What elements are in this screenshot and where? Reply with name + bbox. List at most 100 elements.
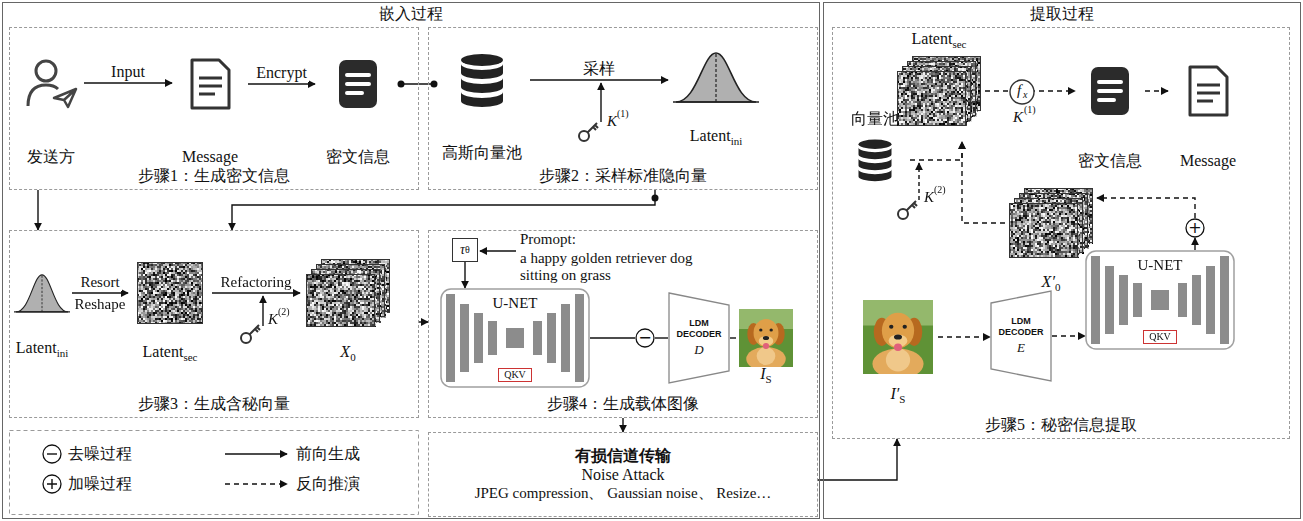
- unet-block: U-NETQKV: [1085, 250, 1235, 350]
- forward-connector: [622, 418, 623, 432]
- panel-title: 嵌入过程: [379, 5, 443, 22]
- label-text: 向量池: [851, 110, 899, 127]
- label-text: I: [760, 365, 765, 382]
- ciphertext-icon: 密文信息: [315, 50, 401, 168]
- step-box: 步骤1：生成密文信息 发送方 Message 密文信息: [9, 27, 419, 190]
- legend-sample: [225, 453, 287, 454]
- qkv-box: QKV: [498, 368, 532, 382]
- process-panel: 提取过程步骤5：秘密信息提取Latentsec密文信息Message向量池X′0…: [823, 2, 1301, 519]
- decoder-label: LDM DECODERE: [990, 290, 1052, 382]
- reverse-connector: [1097, 198, 1195, 218]
- label-text: Latent: [16, 339, 57, 356]
- subscript-text: 0: [350, 351, 356, 363]
- bell-curve-icon: [673, 48, 759, 106]
- legend-text: 去噪过程: [68, 445, 132, 463]
- noise-image: [897, 56, 981, 126]
- caption-wrap: 步骤4：生成载体图像: [429, 395, 817, 413]
- forward-connector: [72, 292, 128, 293]
- edge-label: Refactoring: [219, 273, 294, 291]
- annotation-label: K: [1013, 110, 1023, 125]
- node-label: Latentsec: [893, 30, 985, 51]
- connector-dot: [431, 81, 438, 88]
- ciphertext-icon: 密文信息: [1075, 60, 1145, 172]
- legend-sample: [43, 475, 61, 493]
- sender-icon: 发送方: [18, 50, 84, 168]
- forward-connector: [419, 321, 428, 322]
- node-label: IS: [736, 365, 796, 386]
- label-text: Latent: [912, 30, 953, 47]
- vector-pool-icon: 向量池: [840, 110, 910, 205]
- panel-title: 提取过程: [1030, 5, 1094, 22]
- legend-text: 前向生成: [296, 445, 360, 463]
- label-text: Message: [1180, 152, 1236, 169]
- node-label: Message: [172, 148, 248, 166]
- edge-label: Encrypt: [254, 64, 309, 82]
- edge-label: Resort: [78, 273, 121, 291]
- add-noise-circle: +: [1185, 218, 1205, 238]
- node-label: 发送方: [18, 148, 84, 166]
- subscript-text: sec: [183, 351, 197, 363]
- key-icon: [241, 325, 260, 343]
- reverse-connector: [962, 142, 1005, 223]
- legend-sample: [43, 445, 61, 463]
- subscript-text: θ: [465, 245, 470, 255]
- unet-name: U-NET: [1138, 257, 1183, 273]
- channel-line: Noise Attack: [581, 465, 664, 484]
- step-caption: 步骤1：生成密文信息: [138, 167, 290, 184]
- node-label: 密文信息: [1075, 152, 1145, 170]
- panel-title-wrap: 嵌入过程: [3, 4, 819, 24]
- database-icon: [457, 52, 507, 108]
- key-arrow: [262, 296, 263, 326]
- stego-image: IS: [736, 306, 796, 388]
- message-icon: Message: [1168, 60, 1248, 172]
- label-text: 密文信息: [326, 148, 390, 165]
- key-icon: [898, 201, 917, 219]
- reverse-connector: [910, 142, 962, 160]
- annotation-label: (2): [934, 185, 946, 195]
- node-label: I′S: [858, 385, 938, 406]
- noise-latent: Latentsec: [893, 30, 985, 142]
- caption-wrap: 步骤1：生成密文信息: [10, 167, 418, 185]
- annotation-label: (1): [1024, 105, 1036, 115]
- noise-latent: X0: [300, 258, 396, 366]
- label-text: 发送方: [27, 148, 75, 165]
- node-label: Latentini: [12, 339, 72, 360]
- person-icon: [24, 56, 78, 110]
- legend-text: 加噪过程: [68, 475, 132, 493]
- label-text: X′: [1042, 273, 1055, 290]
- label-text: Latent: [143, 343, 184, 360]
- dog-illustration: [863, 300, 933, 374]
- subscript-text: 0: [1055, 281, 1061, 293]
- text-encoder-box: τθ: [452, 238, 478, 262]
- qkv-label: QKV: [504, 369, 526, 380]
- annotation-label: f: [1017, 83, 1021, 98]
- key-arrow: [918, 163, 919, 200]
- subscript-text: ini: [57, 347, 69, 359]
- gaussian-latent: Latentini: [12, 258, 72, 362]
- connector-dot: [652, 195, 659, 202]
- forward-connector: [212, 292, 300, 293]
- label-text: τ: [460, 243, 465, 257]
- key-icon: [579, 123, 598, 141]
- unet-title: U-NET: [1085, 256, 1235, 274]
- encoder-label: τθ: [453, 239, 477, 261]
- channel-line: JPEG compression、 Gaussian noise、 Resize…: [475, 484, 772, 503]
- legend-sample: [225, 483, 287, 484]
- step-caption: 步骤2：采样标准隐向量: [539, 167, 707, 184]
- forward-connector: [464, 262, 465, 288]
- encoder-trapezoid: LDM DECODERE: [990, 290, 1052, 382]
- document-icon: [1186, 65, 1230, 117]
- label-text: Message: [182, 148, 238, 165]
- gaussian-latent: Latentini: [668, 44, 764, 150]
- forward-connector: [818, 439, 897, 480]
- decoder-label: LDM DECODERD: [668, 292, 730, 384]
- reverse-connector: [1145, 90, 1168, 91]
- database-icon: [855, 138, 895, 182]
- decoder-letter: D: [694, 342, 703, 358]
- step-caption: 步骤3：生成含秘向量: [138, 395, 290, 412]
- subscript-text: S: [899, 393, 905, 405]
- label-text: 密文信息: [1078, 152, 1142, 169]
- operator-sign: +: [1188, 218, 1201, 237]
- annotation-label: a happy golden retriever dog sitting on …: [520, 250, 725, 284]
- label-text: I′: [891, 385, 900, 402]
